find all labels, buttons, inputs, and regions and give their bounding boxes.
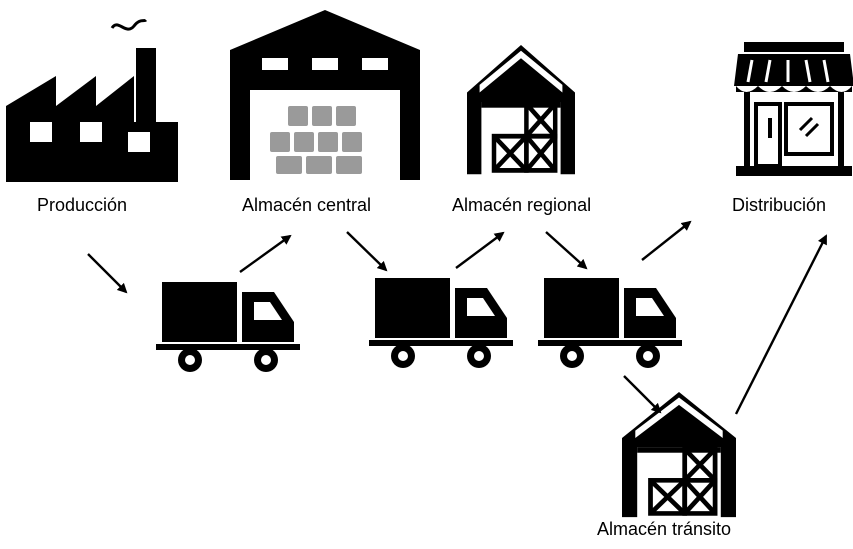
regional-warehouse-icon — [467, 45, 575, 174]
transit-warehouse-icon — [622, 392, 736, 517]
flow-arrow — [346, 231, 388, 272]
flow-arrow — [455, 231, 505, 269]
truck-icon — [156, 282, 300, 372]
node-label-almacen-central: Almacén central — [242, 195, 372, 215]
store-icon — [734, 42, 853, 176]
factory-icon — [6, 18, 178, 182]
flow-arrow — [734, 234, 828, 415]
node-label-almacen-regional: Almacén regional — [452, 195, 592, 215]
node-label-produccion: Producción — [37, 195, 128, 215]
flow-arrow — [87, 253, 128, 294]
truck-icon — [538, 278, 682, 368]
central-warehouse-icon — [230, 10, 420, 180]
truck-icon — [369, 278, 513, 368]
node-label-almacen-transito: Almacén tránsito — [597, 519, 732, 539]
node-label-distribucion: Distribución — [732, 195, 827, 215]
flow-arrow — [623, 375, 662, 414]
flow-arrow — [545, 231, 588, 270]
flow-arrow — [641, 220, 692, 261]
flow-arrow — [239, 234, 292, 273]
